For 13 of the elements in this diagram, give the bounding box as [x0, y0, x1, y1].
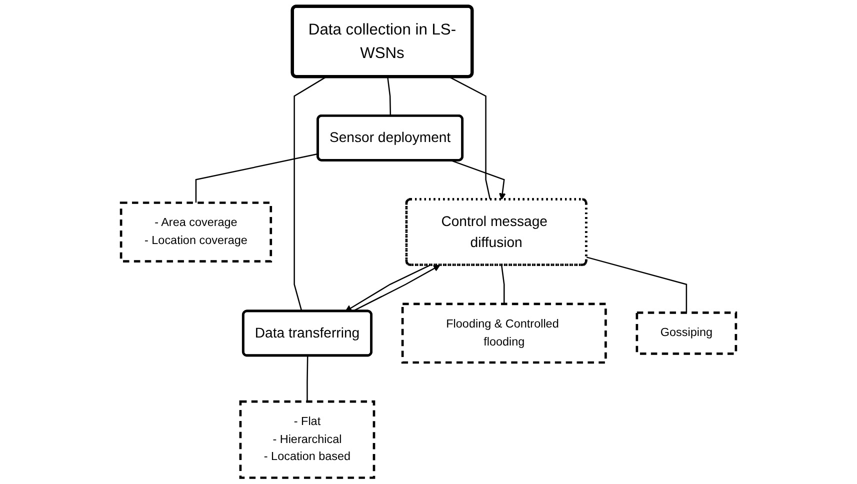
node-box: Gossiping	[636, 312, 738, 355]
connector	[387, 76, 392, 116]
connector	[195, 153, 318, 203]
connector	[294, 76, 326, 312]
arrow	[451, 160, 506, 200]
connector	[448, 76, 491, 200]
arrow	[345, 264, 430, 312]
connector	[586, 256, 688, 313]
connector	[500, 265, 505, 304]
connector	[306, 356, 308, 402]
node-box: - Flat - Hierarchical - Location based	[239, 400, 376, 479]
node-box: Flooding & Controlled flooding	[401, 302, 607, 364]
node-box: - Area coverage - Location coverage	[120, 202, 272, 262]
